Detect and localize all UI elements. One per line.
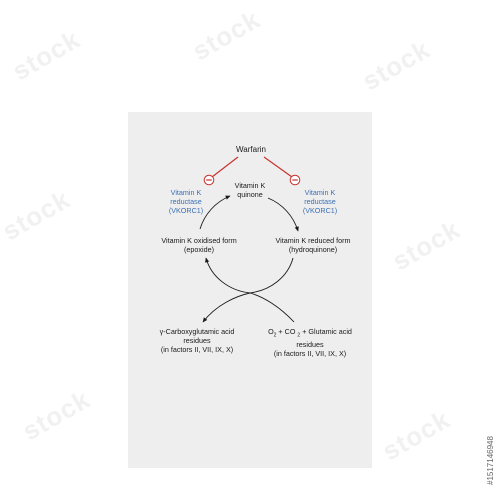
inhibition-line-right <box>263 156 293 178</box>
arrow-epoxide-to-quinone <box>199 195 231 230</box>
reduced-form-label: Vitamin K reduced form (hydroquinone) <box>275 236 351 254</box>
vitamin-k-quinone-label: Vitamin K quinone <box>234 181 266 199</box>
right-enzyme-label: Vitamin K reductase (VKORC1) <box>302 188 338 215</box>
warfarin-label: Warfarin <box>236 145 266 154</box>
left-enzyme-label: Vitamin K reductase (VKORC1) <box>168 188 204 215</box>
inhibit-symbol-left <box>203 174 215 186</box>
arrow-to-carboxyglutamic <box>202 292 251 323</box>
inhibit-symbol-right <box>289 174 301 186</box>
inhibition-line-left <box>211 156 239 178</box>
carboxyglutamic-label: γ-Carboxyglutamic acid residues (in fact… <box>159 327 235 354</box>
arrow-quinone-to-hydroquinone <box>267 197 299 232</box>
arrow-from-glutamic <box>249 292 295 323</box>
glutamic-acid-label: O2 + CO 2 + Glutamic acid residues (in f… <box>268 327 352 359</box>
arrow-hydroquinone-to-epoxide <box>205 257 294 294</box>
oxidised-form-label: Vitamin K oxidised form (epoxide) <box>161 236 237 254</box>
diagram-panel <box>128 112 372 468</box>
